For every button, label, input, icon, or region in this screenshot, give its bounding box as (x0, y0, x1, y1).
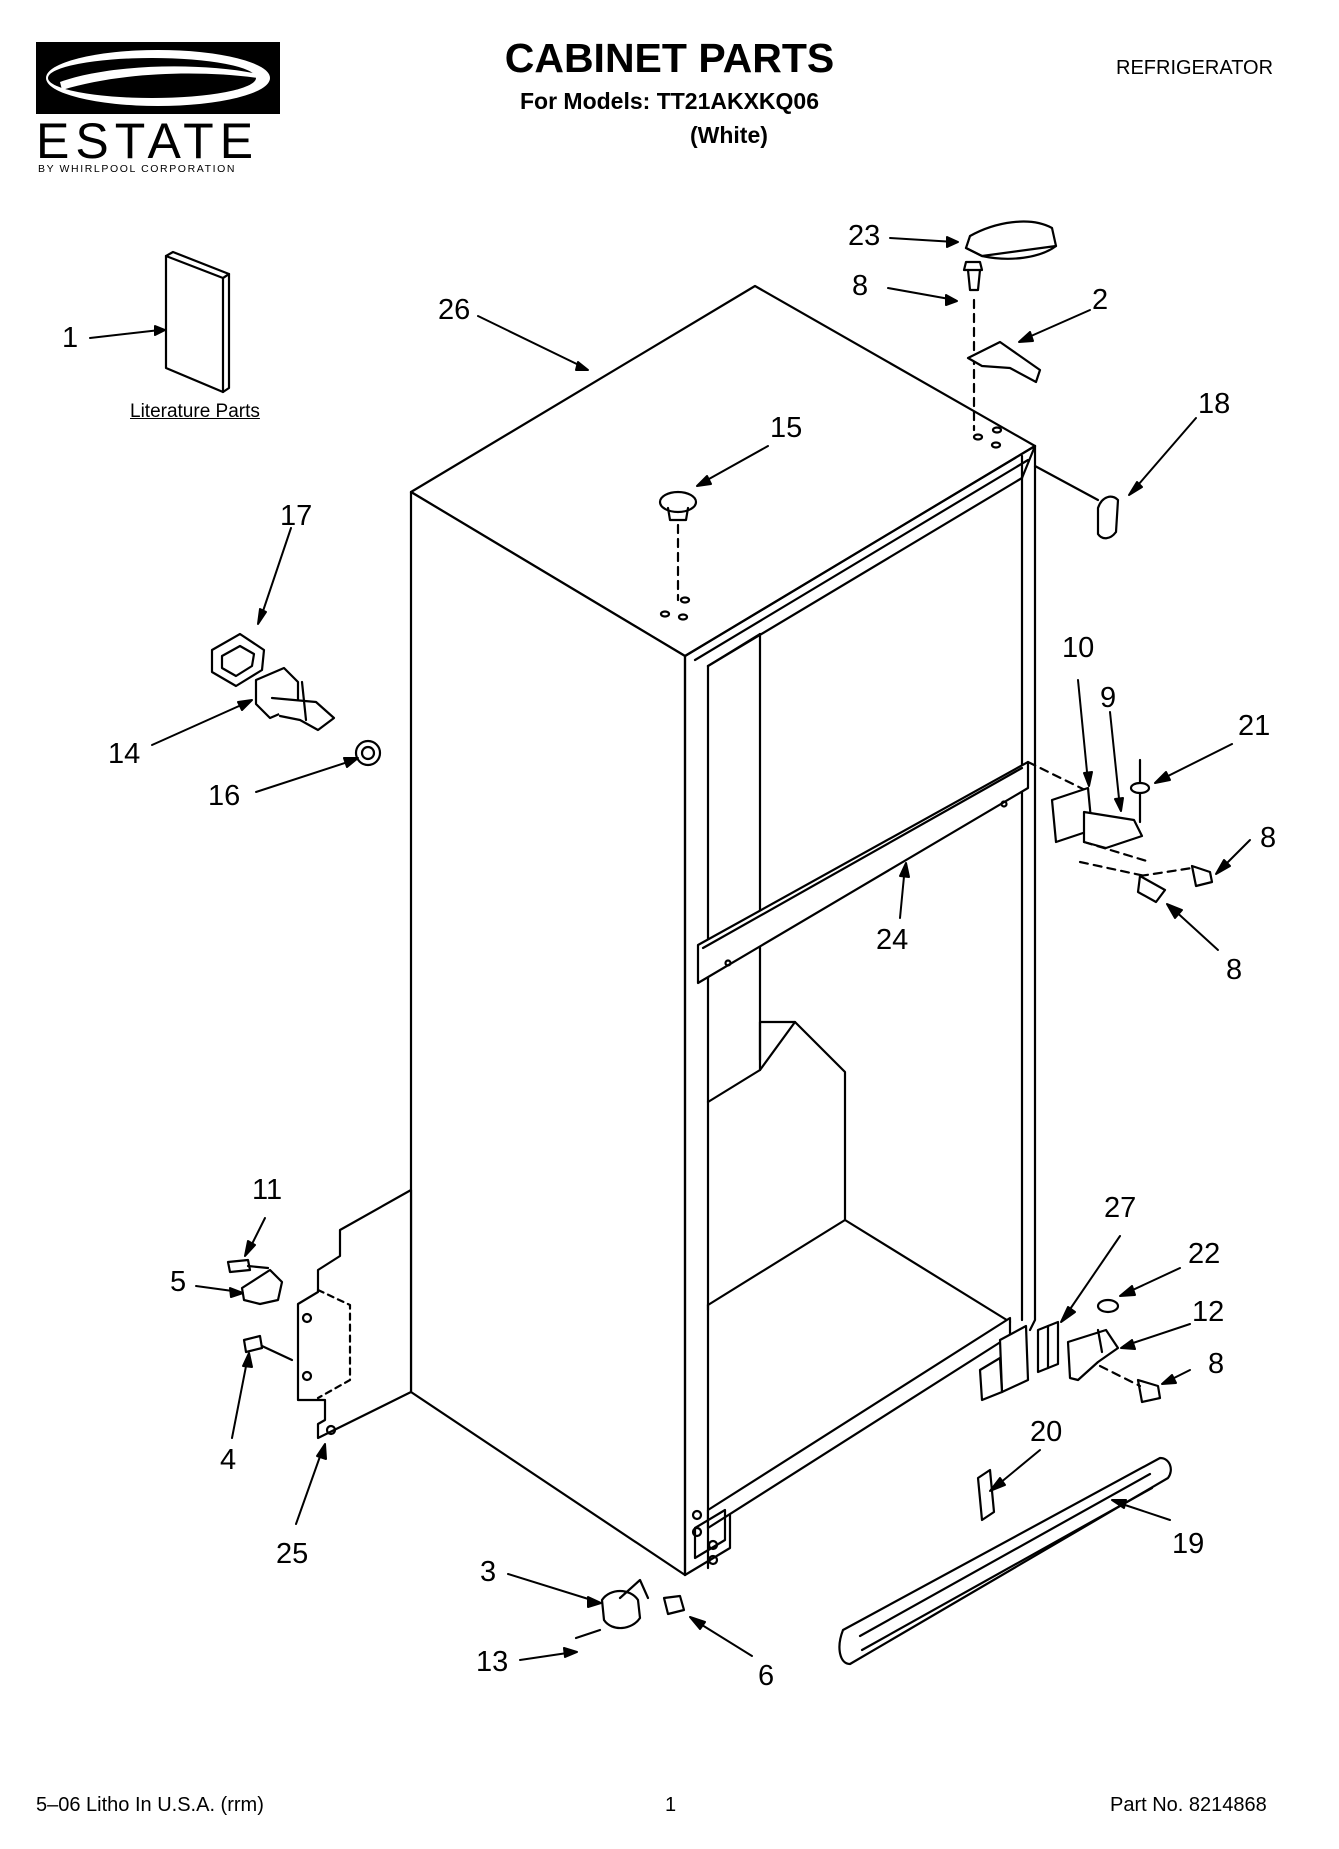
callout-26: 26 (438, 294, 471, 326)
footer-part-number: Part No. 8214868 (1110, 1794, 1267, 1816)
callout-17: 17 (280, 500, 313, 532)
callout-2: 2 (1092, 284, 1109, 316)
part-plug (658, 490, 698, 602)
footer-page-number: 1 (665, 1794, 677, 1816)
part-bottom-hinge (978, 1298, 1162, 1404)
part-top-hinge (962, 260, 1042, 432)
part-grille (838, 1456, 1172, 1666)
callout-5: 5 (170, 1266, 187, 1298)
callout-14: 14 (108, 738, 141, 770)
footer-print-info: 5–06 Litho In U.S.A. (rrm) (36, 1794, 264, 1816)
callout-15: 15 (770, 412, 803, 444)
page-title: CABINET PARTS (504, 35, 835, 81)
callout-27: 27 (1104, 1192, 1137, 1224)
part-door-stop (574, 1578, 686, 1640)
callout-13: 13 (476, 1646, 509, 1678)
callout-24: 24 (876, 924, 909, 956)
part-center-hinge (1026, 758, 1214, 904)
callout-22: 22 (1188, 1238, 1221, 1270)
callout-8-top: 8 (852, 270, 869, 302)
callout-11: 11 (252, 1174, 283, 1206)
callout-12: 12 (1192, 1296, 1225, 1328)
callout-20: 20 (1030, 1416, 1063, 1448)
leader-lines (89, 236, 1251, 1661)
callout-19: 19 (1172, 1528, 1205, 1560)
callout-18: 18 (1198, 388, 1231, 420)
color-line: (White) (690, 122, 768, 148)
models-line: For Models: TT21AKXKQ06 (519, 88, 820, 114)
callout-8-center-b: 8 (1226, 954, 1243, 986)
part-cabinet (409, 284, 1037, 1577)
callout-21: 21 (1238, 710, 1271, 742)
callout-25: 25 (276, 1538, 309, 1570)
part-literature (164, 250, 231, 394)
callout-9: 9 (1100, 682, 1117, 714)
product-type: REFRIGERATOR (1116, 57, 1274, 79)
brand-tagline: BY WHIRLPOOL CORPORATION (38, 163, 237, 175)
callout-1: 1 (62, 322, 79, 354)
part-panel-25 (226, 1188, 413, 1440)
part-hinge-cover (964, 220, 1058, 260)
callout-6: 6 (758, 1660, 775, 1692)
part-divider-bar (696, 760, 1030, 985)
callout-16: 16 (208, 780, 241, 812)
callout-10: 10 (1062, 632, 1095, 664)
part-roller-assembly (210, 632, 382, 767)
callout-8-bottom: 8 (1208, 1348, 1225, 1380)
literature-parts-label: Literature Parts (130, 401, 260, 422)
part-bracket-18 (1033, 464, 1120, 540)
brand-name: ESTATE (36, 113, 260, 169)
callout-8-center-a: 8 (1260, 822, 1277, 854)
callout-4: 4 (220, 1444, 237, 1476)
callout-3: 3 (480, 1556, 497, 1588)
callout-23: 23 (848, 220, 881, 252)
